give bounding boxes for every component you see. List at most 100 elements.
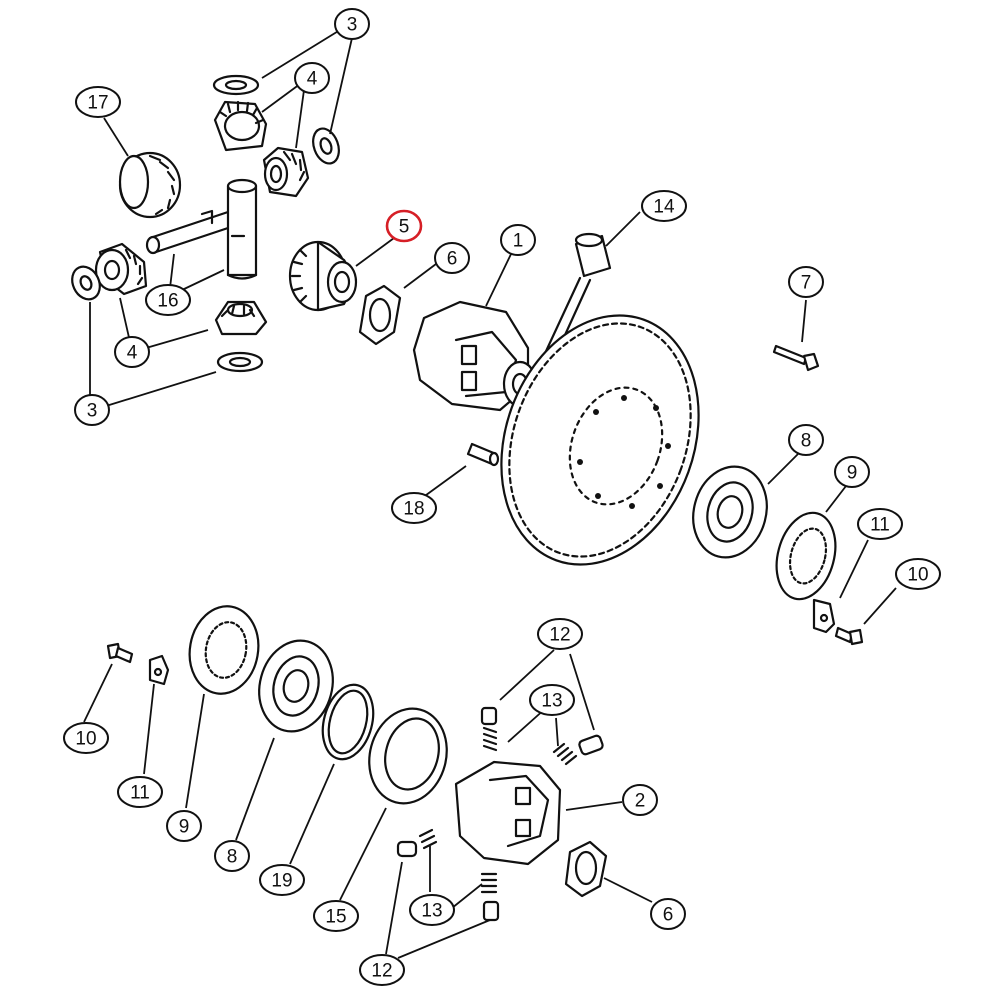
part-10-bolt-right xyxy=(834,626,864,646)
part-11-lock-tab-left xyxy=(148,654,170,686)
ring-gear xyxy=(500,314,700,566)
callout-c6-bottom[interactable]: 6 xyxy=(650,898,686,930)
callout-bubble xyxy=(622,784,658,816)
callout-c10-left[interactable]: 10 xyxy=(63,722,109,754)
callout-bubble xyxy=(834,456,870,488)
callout-c9-bottom[interactable]: 9 xyxy=(166,810,202,842)
part-4-pinion-gear-right xyxy=(262,146,310,198)
part-19-snap-ring xyxy=(321,683,375,761)
callout-bubble xyxy=(641,190,687,222)
callout-c3-bottom[interactable]: 3 xyxy=(74,394,110,426)
callout-c4-top[interactable]: 4 xyxy=(294,62,330,94)
callout-bubble xyxy=(537,618,583,650)
callout-bubble xyxy=(391,492,437,524)
callout-c8-top[interactable]: 8 xyxy=(788,424,824,456)
callout-number: 4 xyxy=(307,69,318,90)
callout-number: 10 xyxy=(907,565,928,586)
part-2-case-half xyxy=(454,760,562,866)
callout-bubble xyxy=(294,62,330,94)
callout-bubble xyxy=(114,336,150,368)
callout-c15[interactable]: 15 xyxy=(313,900,359,932)
callout-number: 6 xyxy=(447,249,458,270)
callout-c7[interactable]: 7 xyxy=(788,266,824,298)
callout-c1[interactable]: 1 xyxy=(500,224,536,256)
callout-c19[interactable]: 19 xyxy=(259,864,305,896)
callout-c11-left[interactable]: 11 xyxy=(117,776,163,808)
callout-bubble xyxy=(74,394,110,426)
callout-c13-mid[interactable]: 13 xyxy=(529,684,575,716)
callout-number: 11 xyxy=(870,515,890,536)
part-16-cross-shaft xyxy=(145,178,258,280)
callout-c13-bottom[interactable]: 13 xyxy=(409,894,455,926)
part-4-pinion-gear-bottom xyxy=(214,300,268,336)
part-8-bearing-top xyxy=(692,465,768,559)
callout-bubble xyxy=(259,864,305,896)
callout-bubble xyxy=(334,8,370,40)
callout-bubble xyxy=(650,898,686,930)
part-6-thrust-washer-bottom xyxy=(564,840,608,898)
part-4-pinion-gear-left xyxy=(94,242,148,296)
callout-c9-top[interactable]: 9 xyxy=(834,456,870,488)
callout-bubble xyxy=(857,508,903,540)
callout-bubble xyxy=(75,86,121,118)
callout-number: 14 xyxy=(653,197,675,218)
callout-bubble xyxy=(145,284,191,316)
callout-c17[interactable]: 17 xyxy=(75,86,121,118)
part-9-adjusting-nut-top xyxy=(775,511,837,601)
part-12-13-springs-bottom xyxy=(396,828,500,922)
part-11-lock-tab-right xyxy=(812,598,836,634)
callout-c3-top[interactable]: 3 xyxy=(334,8,370,40)
callout-number: 5 xyxy=(399,217,410,238)
callout-number: 12 xyxy=(371,961,392,982)
callout-c12-bottom[interactable]: 12 xyxy=(359,954,405,986)
callout-bubble xyxy=(313,900,359,932)
callout-c11-right[interactable]: 11 xyxy=(857,508,903,540)
callout-c6-top[interactable]: 6 xyxy=(434,242,470,274)
callout-number: 16 xyxy=(157,291,178,312)
callout-number: 17 xyxy=(87,93,108,114)
callout-bubble xyxy=(788,424,824,456)
callout-bubble xyxy=(359,954,405,986)
part-6-thrust-washer-top xyxy=(358,284,402,346)
part-10-bolt-left xyxy=(106,642,134,664)
part-18-pin xyxy=(466,442,500,467)
callout-c4-bottom[interactable]: 4 xyxy=(114,336,150,368)
callout-bubble xyxy=(434,242,470,274)
callout-number: 12 xyxy=(549,625,570,646)
callout-c16[interactable]: 16 xyxy=(145,284,191,316)
callout-number: 15 xyxy=(325,907,346,928)
callout-number: 4 xyxy=(127,343,138,364)
callout-bubble xyxy=(529,684,575,716)
callout-bubble xyxy=(788,266,824,298)
callout-c18[interactable]: 18 xyxy=(391,492,437,524)
callout-number: 8 xyxy=(227,847,238,868)
part-5-side-gear xyxy=(288,240,358,312)
callout-number: 3 xyxy=(347,15,358,36)
callout-number: 18 xyxy=(403,499,424,520)
callout-bubble xyxy=(409,894,455,926)
callout-number: 8 xyxy=(801,431,812,452)
part-15-clutch-collar xyxy=(368,707,448,805)
callout-bubble xyxy=(117,776,163,808)
callout-bubble xyxy=(500,224,536,256)
part-17-side-gear xyxy=(118,151,182,219)
part-4-pinion-gear-top xyxy=(213,100,268,152)
callout-bubble xyxy=(166,810,202,842)
callout-c12-top[interactable]: 12 xyxy=(537,618,583,650)
callout-bubble xyxy=(214,840,250,872)
callout-c14[interactable]: 14 xyxy=(641,190,687,222)
callout-c5[interactable]: 5 xyxy=(385,209,423,243)
callout-number: 3 xyxy=(87,401,98,422)
callout-c10-right[interactable]: 10 xyxy=(895,558,941,590)
part-3-washer-right xyxy=(312,127,340,165)
callout-number: 10 xyxy=(75,729,96,750)
callout-bubble xyxy=(385,209,423,243)
callout-number: 13 xyxy=(541,691,562,712)
callout-c2[interactable]: 2 xyxy=(622,784,658,816)
callout-bubble xyxy=(895,558,941,590)
callout-number: 2 xyxy=(635,791,646,812)
callout-c8-bottom[interactable]: 8 xyxy=(214,840,250,872)
leader-lines xyxy=(83,29,897,959)
